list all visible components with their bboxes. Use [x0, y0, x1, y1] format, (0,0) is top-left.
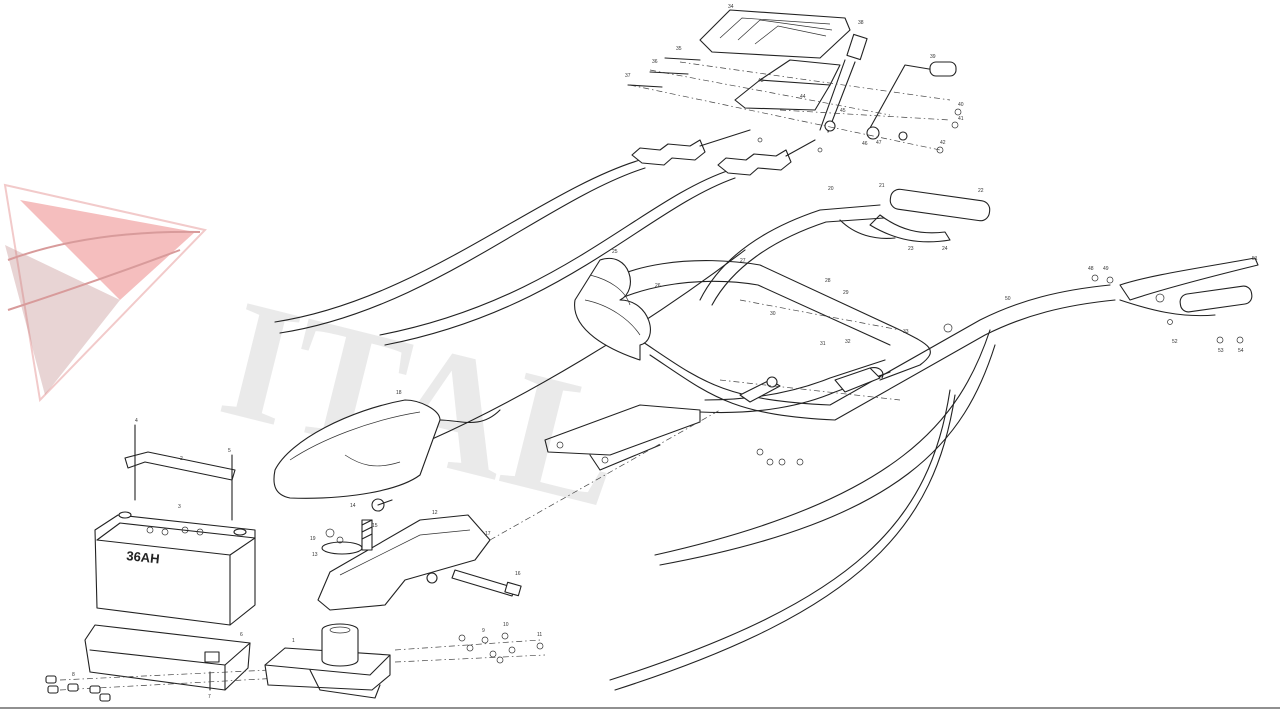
part-number: 50: [1005, 296, 1011, 302]
part-number: 17: [485, 531, 491, 537]
part-number: 10: [503, 622, 509, 628]
part-number: 40: [958, 102, 964, 108]
part-number: 19: [310, 536, 316, 542]
part-number: 43: [758, 78, 764, 84]
part-number: 38: [858, 20, 864, 26]
part-number: 11: [537, 632, 542, 638]
part-number: 53: [1218, 348, 1224, 354]
part-number: 20: [828, 186, 834, 192]
part-number: 4: [135, 418, 138, 424]
part-number: 49: [1103, 266, 1109, 272]
lower-bracket: [264, 623, 546, 699]
part-number: 54: [1238, 348, 1244, 354]
steering-head-mount: [317, 409, 721, 611]
handlebar-frame: [544, 188, 1259, 471]
part-number: 29: [843, 290, 849, 296]
part-number: 27: [740, 258, 746, 264]
watermark-logo: [3, 183, 207, 403]
part-number: 33: [903, 329, 909, 335]
part-number: 1: [292, 638, 295, 644]
part-number: 51: [1252, 256, 1258, 262]
part-number: 41: [958, 116, 964, 122]
part-number: 21: [879, 183, 885, 189]
part-number: 36: [652, 59, 658, 65]
part-number: 35: [676, 46, 682, 52]
part-number: 22: [978, 188, 984, 194]
part-number: 6: [240, 632, 243, 638]
part-number: 26: [655, 283, 661, 289]
part-number: 34: [728, 4, 734, 10]
part-number: 18: [396, 390, 402, 396]
part-number: 47: [876, 140, 882, 146]
part-number: 31: [820, 341, 826, 347]
part-number: 5: [228, 448, 231, 454]
part-number: 28: [825, 278, 831, 284]
part-number: 52: [1172, 339, 1178, 345]
part-number: 3: [178, 504, 181, 510]
part-number-callouts: 34 35 36 37 38 39 40 41 42 43 44 45 46 4…: [72, 4, 1258, 700]
throttle-console-assembly: [627, 9, 962, 154]
part-number: 39: [930, 54, 936, 60]
battery-capacity-label: 36AH: [126, 548, 161, 566]
part-number: 30: [770, 311, 776, 317]
part-number: 2: [180, 456, 183, 462]
part-number: 16: [515, 571, 521, 577]
fender-cover: [273, 399, 501, 499]
part-number: 45: [840, 108, 846, 114]
part-number: 24: [942, 246, 948, 252]
part-number: 7: [208, 694, 211, 700]
part-number: 13: [312, 552, 318, 558]
part-number: 46: [862, 141, 868, 147]
part-number: 42: [940, 140, 946, 146]
cable-adjusters: [631, 129, 816, 176]
part-number: 44: [800, 94, 806, 100]
part-number: 32: [845, 339, 851, 345]
part-number: 25: [612, 249, 618, 255]
part-number: 8: [72, 672, 75, 678]
part-number: 12: [432, 510, 438, 516]
part-number: 48: [1088, 266, 1094, 272]
part-number: 14: [350, 503, 356, 509]
part-number: 15: [372, 523, 378, 529]
battery-assembly: 36AH: [45, 424, 281, 702]
part-number: 9: [482, 628, 485, 634]
part-number: 37: [625, 73, 631, 79]
part-number: 23: [908, 246, 914, 252]
